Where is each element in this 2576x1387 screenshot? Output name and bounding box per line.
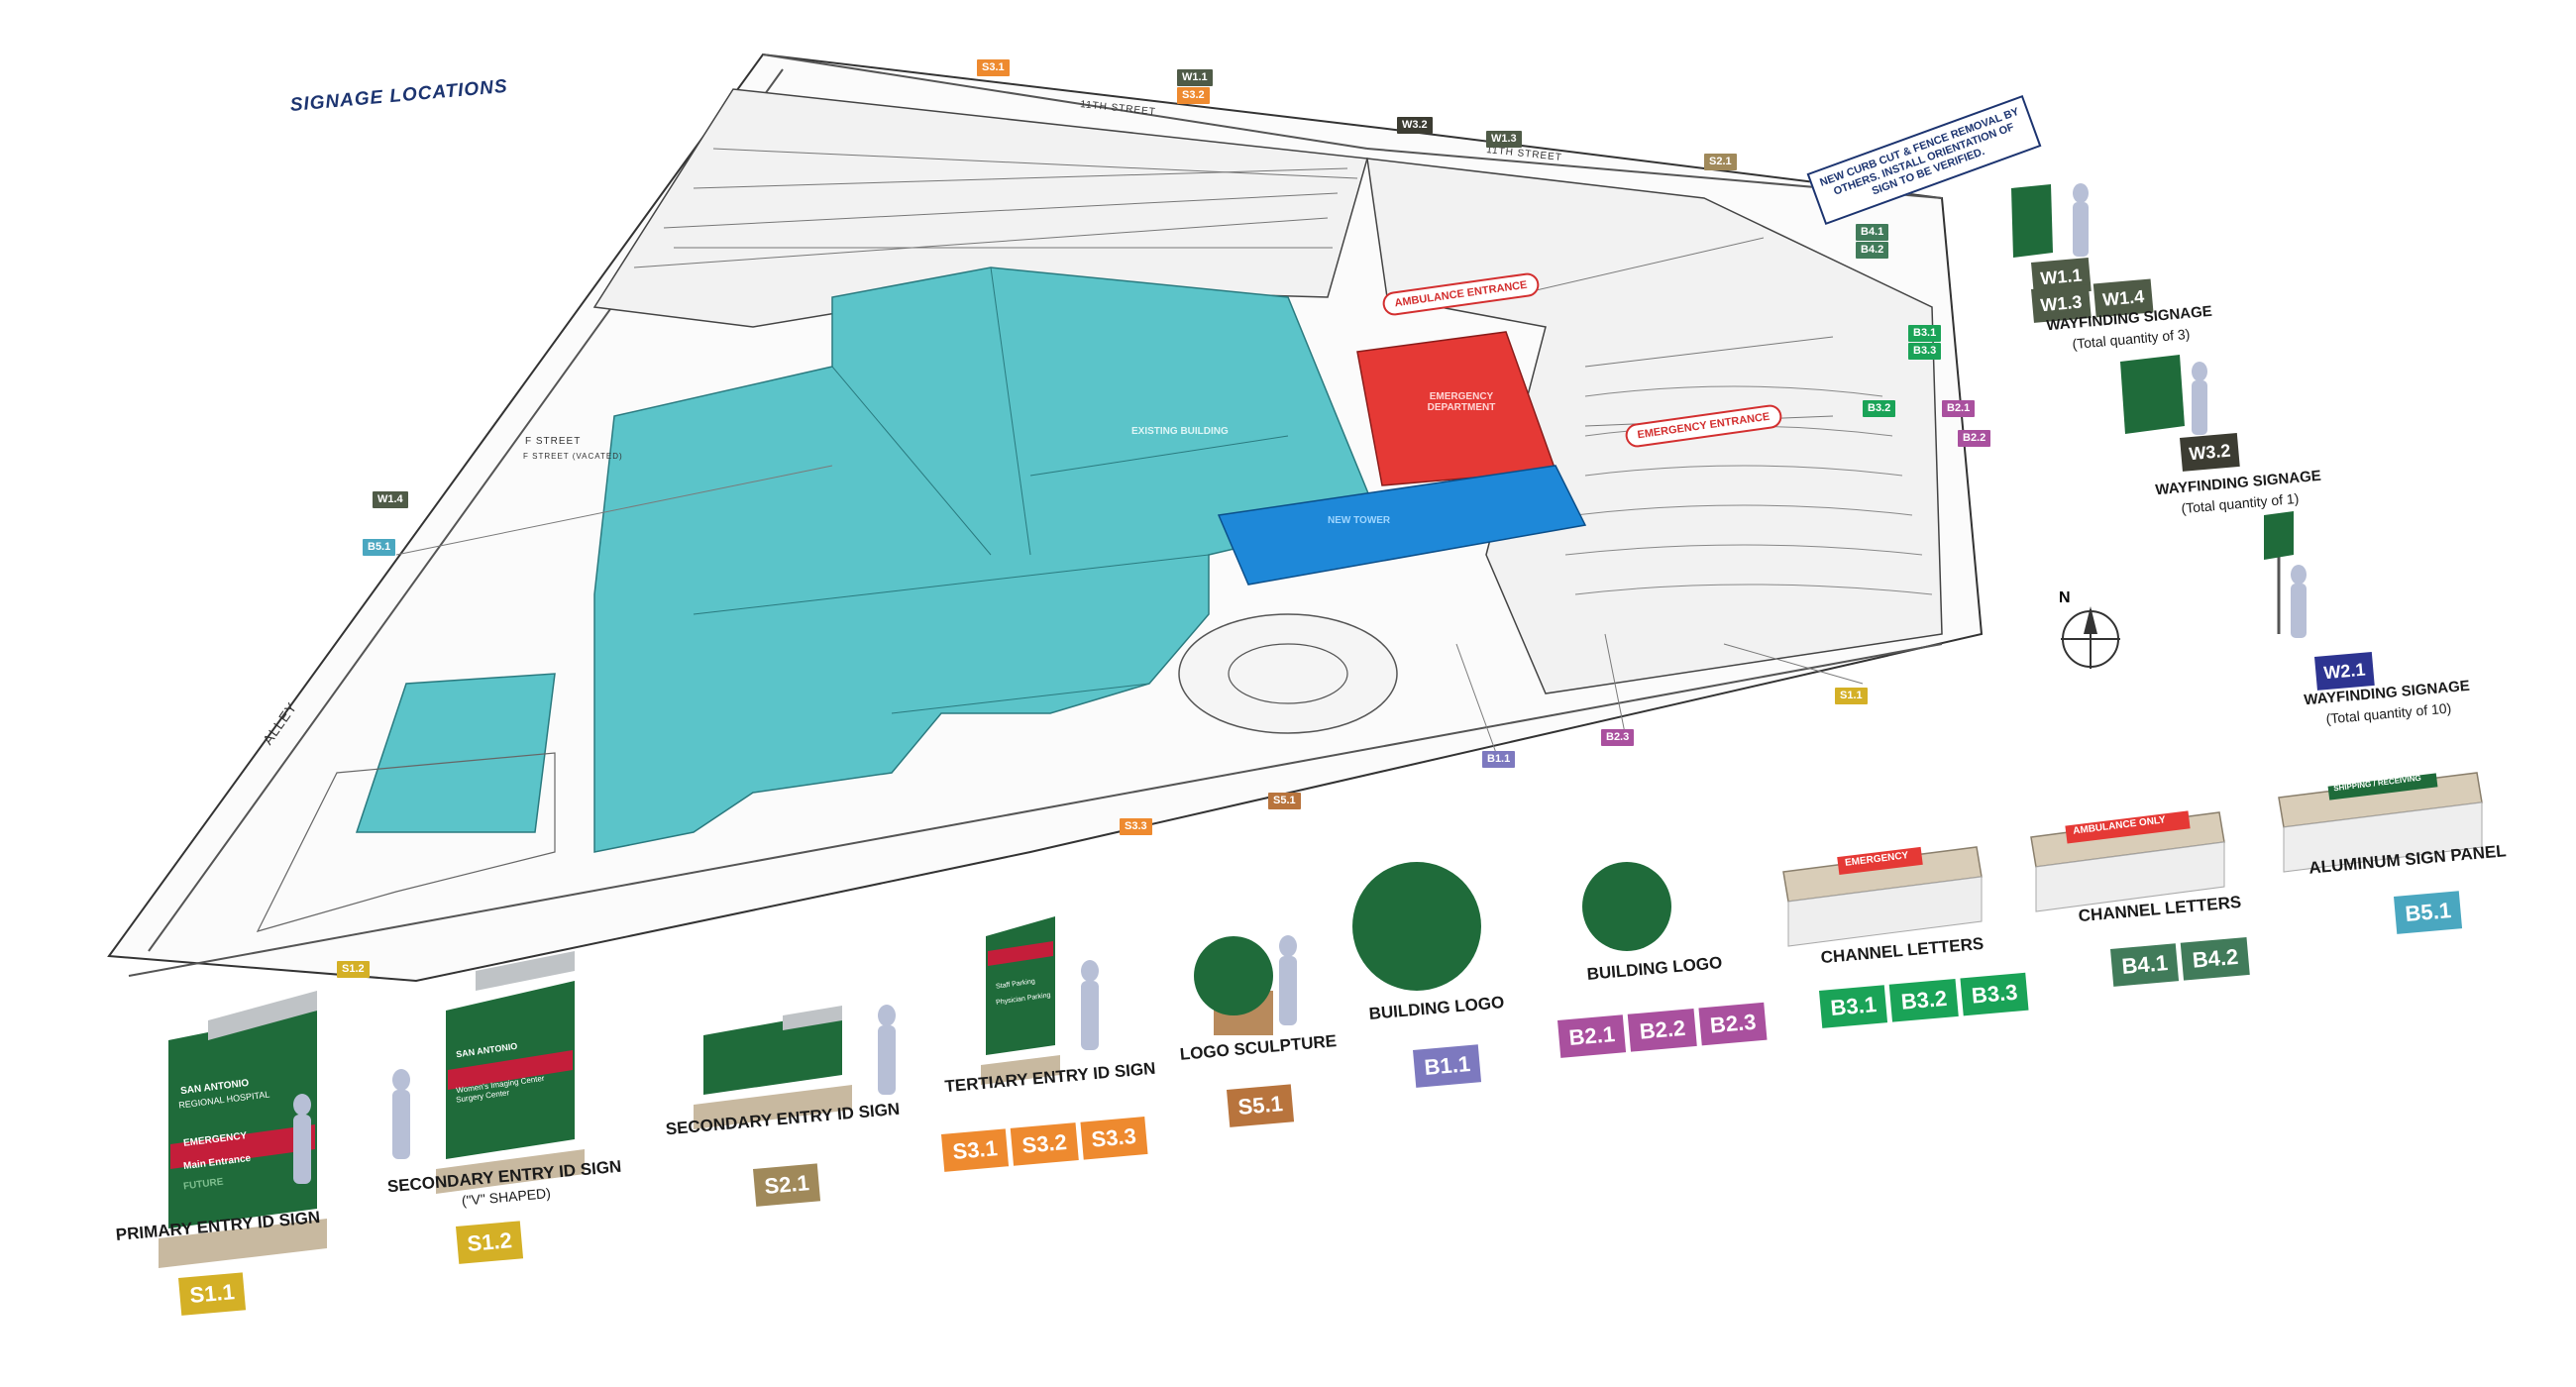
- code-b5-1[interactable]: B5.1: [2394, 891, 2463, 934]
- street-label-f-vacated: F STREET (VACATED): [523, 452, 623, 461]
- code-w3-2[interactable]: W3.2: [2180, 432, 2240, 472]
- channel-letters-facade-2: [2030, 810, 2225, 912]
- north-label: N: [2059, 589, 2071, 606]
- code-b4-1[interactable]: B4.1: [2110, 943, 2180, 987]
- map-tag-w1-1[interactable]: W1.1: [1177, 69, 1213, 86]
- map-tag-s5-1[interactable]: S5.1: [1268, 793, 1301, 809]
- code-b2-1[interactable]: B2.1: [1557, 1014, 1627, 1058]
- wayfinding-totem-3: [2120, 355, 2185, 434]
- code-b3-2[interactable]: B3.2: [1889, 978, 1959, 1022]
- map-tag-b1-1[interactable]: B1.1: [1482, 751, 1516, 768]
- code-s3-2[interactable]: S3.2: [1010, 1122, 1079, 1166]
- map-tag-b2-1[interactable]: B2.1: [1942, 400, 1976, 417]
- map-tag-w3-2[interactable]: W3.2: [1397, 117, 1433, 134]
- map-tag-b3-1[interactable]: B3.1: [1908, 325, 1942, 342]
- map-tag-s3-1[interactable]: S3.1: [977, 59, 1010, 76]
- map-tag-s1-2[interactable]: S1.2: [337, 961, 370, 978]
- wayfinding-totem-2: [2264, 511, 2294, 634]
- map-tag-w1-3[interactable]: W1.3: [1486, 131, 1522, 148]
- primary-entry-sign-illustration: [159, 991, 327, 1268]
- code-b3-1[interactable]: B3.1: [1819, 985, 1888, 1028]
- tertiary-sign-illustration: [981, 916, 1060, 1085]
- person-silhouettes: [293, 183, 2307, 1184]
- wayfinding-totem-1: [2011, 184, 2053, 258]
- north-parking-lot: [592, 88, 1368, 328]
- code-b2-3[interactable]: B2.3: [1698, 1002, 1768, 1046]
- entry-plaza: [1178, 613, 1398, 734]
- map-tag-b2-3[interactable]: B2.3: [1601, 729, 1635, 746]
- code-s5-1[interactable]: S5.1: [1227, 1084, 1295, 1127]
- existing-building-details: [693, 267, 1289, 714]
- map-tag-s3-2[interactable]: S3.2: [1177, 87, 1210, 104]
- street-label-f: F STREET: [525, 436, 582, 447]
- channel-letters-facade-1: [1782, 846, 1983, 947]
- code-b3-3[interactable]: B3.3: [1960, 972, 2029, 1016]
- code-b1-1[interactable]: B1.1: [1413, 1044, 1482, 1088]
- new-tower: [1217, 465, 1587, 586]
- secondary-v-sign-illustration: [436, 951, 585, 1194]
- aluminum-panel-facade: [2278, 772, 2483, 873]
- map-tag-b4-1[interactable]: B4.1: [1856, 224, 1889, 241]
- code-s3-3[interactable]: S3.3: [1079, 1117, 1148, 1160]
- map-tag-b5-1[interactable]: B5.1: [363, 539, 396, 556]
- legend-building-logo-1-codes: B1.1: [1413, 1044, 1487, 1088]
- new-tower-label: NEW TOWER: [1328, 515, 1391, 526]
- legend-primary-codes: S1.1: [178, 1272, 251, 1316]
- map-tag-b3-2[interactable]: B3.2: [1863, 400, 1896, 417]
- legend-aluminum-panel-codes: B5.1: [2394, 891, 2468, 934]
- code-s1-2[interactable]: S1.2: [456, 1221, 524, 1264]
- map-tag-b4-2[interactable]: B4.2: [1856, 242, 1889, 259]
- map-tag-b3-3[interactable]: B3.3: [1908, 343, 1942, 360]
- street-11th-line: [762, 53, 1368, 150]
- code-s2-1[interactable]: S2.1: [753, 1163, 821, 1207]
- legend-logo-sculpture-codes: S5.1: [1227, 1084, 1299, 1127]
- existing-building-label: EXISTING BUILDING: [1131, 426, 1229, 437]
- entry-plaza-inner: [1228, 643, 1348, 704]
- building-logo-b1-emblem: [1352, 862, 1481, 991]
- parking-stripes-east: [1564, 385, 1933, 595]
- map-tag-s3-3[interactable]: S3.3: [1120, 818, 1152, 835]
- parking-stripes-north: [633, 148, 1358, 268]
- legend-wayfinding-3-codes: W3.2: [2180, 432, 2245, 472]
- map-tag-s1-1[interactable]: S1.1: [1835, 688, 1868, 704]
- code-b2-2[interactable]: B2.2: [1628, 1008, 1697, 1052]
- existing-building: [593, 267, 1379, 853]
- map-tag-b2-2[interactable]: B2.2: [1958, 430, 1991, 447]
- legend-secondary-v-codes: S1.2: [456, 1221, 528, 1264]
- legend-secondary-codes: S2.1: [753, 1163, 825, 1207]
- north-arrow: [2061, 606, 2120, 669]
- logo-sculpture-emblem: [1194, 936, 1273, 1015]
- secondary-sign-illustration: [694, 1006, 852, 1129]
- southwest-parking-lot: [256, 752, 556, 932]
- code-s3-1[interactable]: S3.1: [941, 1128, 1010, 1172]
- building-logo-b2-emblem: [1582, 862, 1671, 951]
- map-tag-s2-1[interactable]: S2.1: [1704, 154, 1737, 170]
- code-b4-2[interactable]: B4.2: [2181, 936, 2250, 981]
- southwest-building: [355, 673, 556, 833]
- map-tag-w1-4[interactable]: W1.4: [373, 491, 408, 508]
- south-street-line: [128, 643, 1943, 977]
- code-s1-1[interactable]: S1.1: [178, 1272, 247, 1316]
- emergency-department-label: EMERGENCY DEPARTMENT: [1427, 391, 1496, 413]
